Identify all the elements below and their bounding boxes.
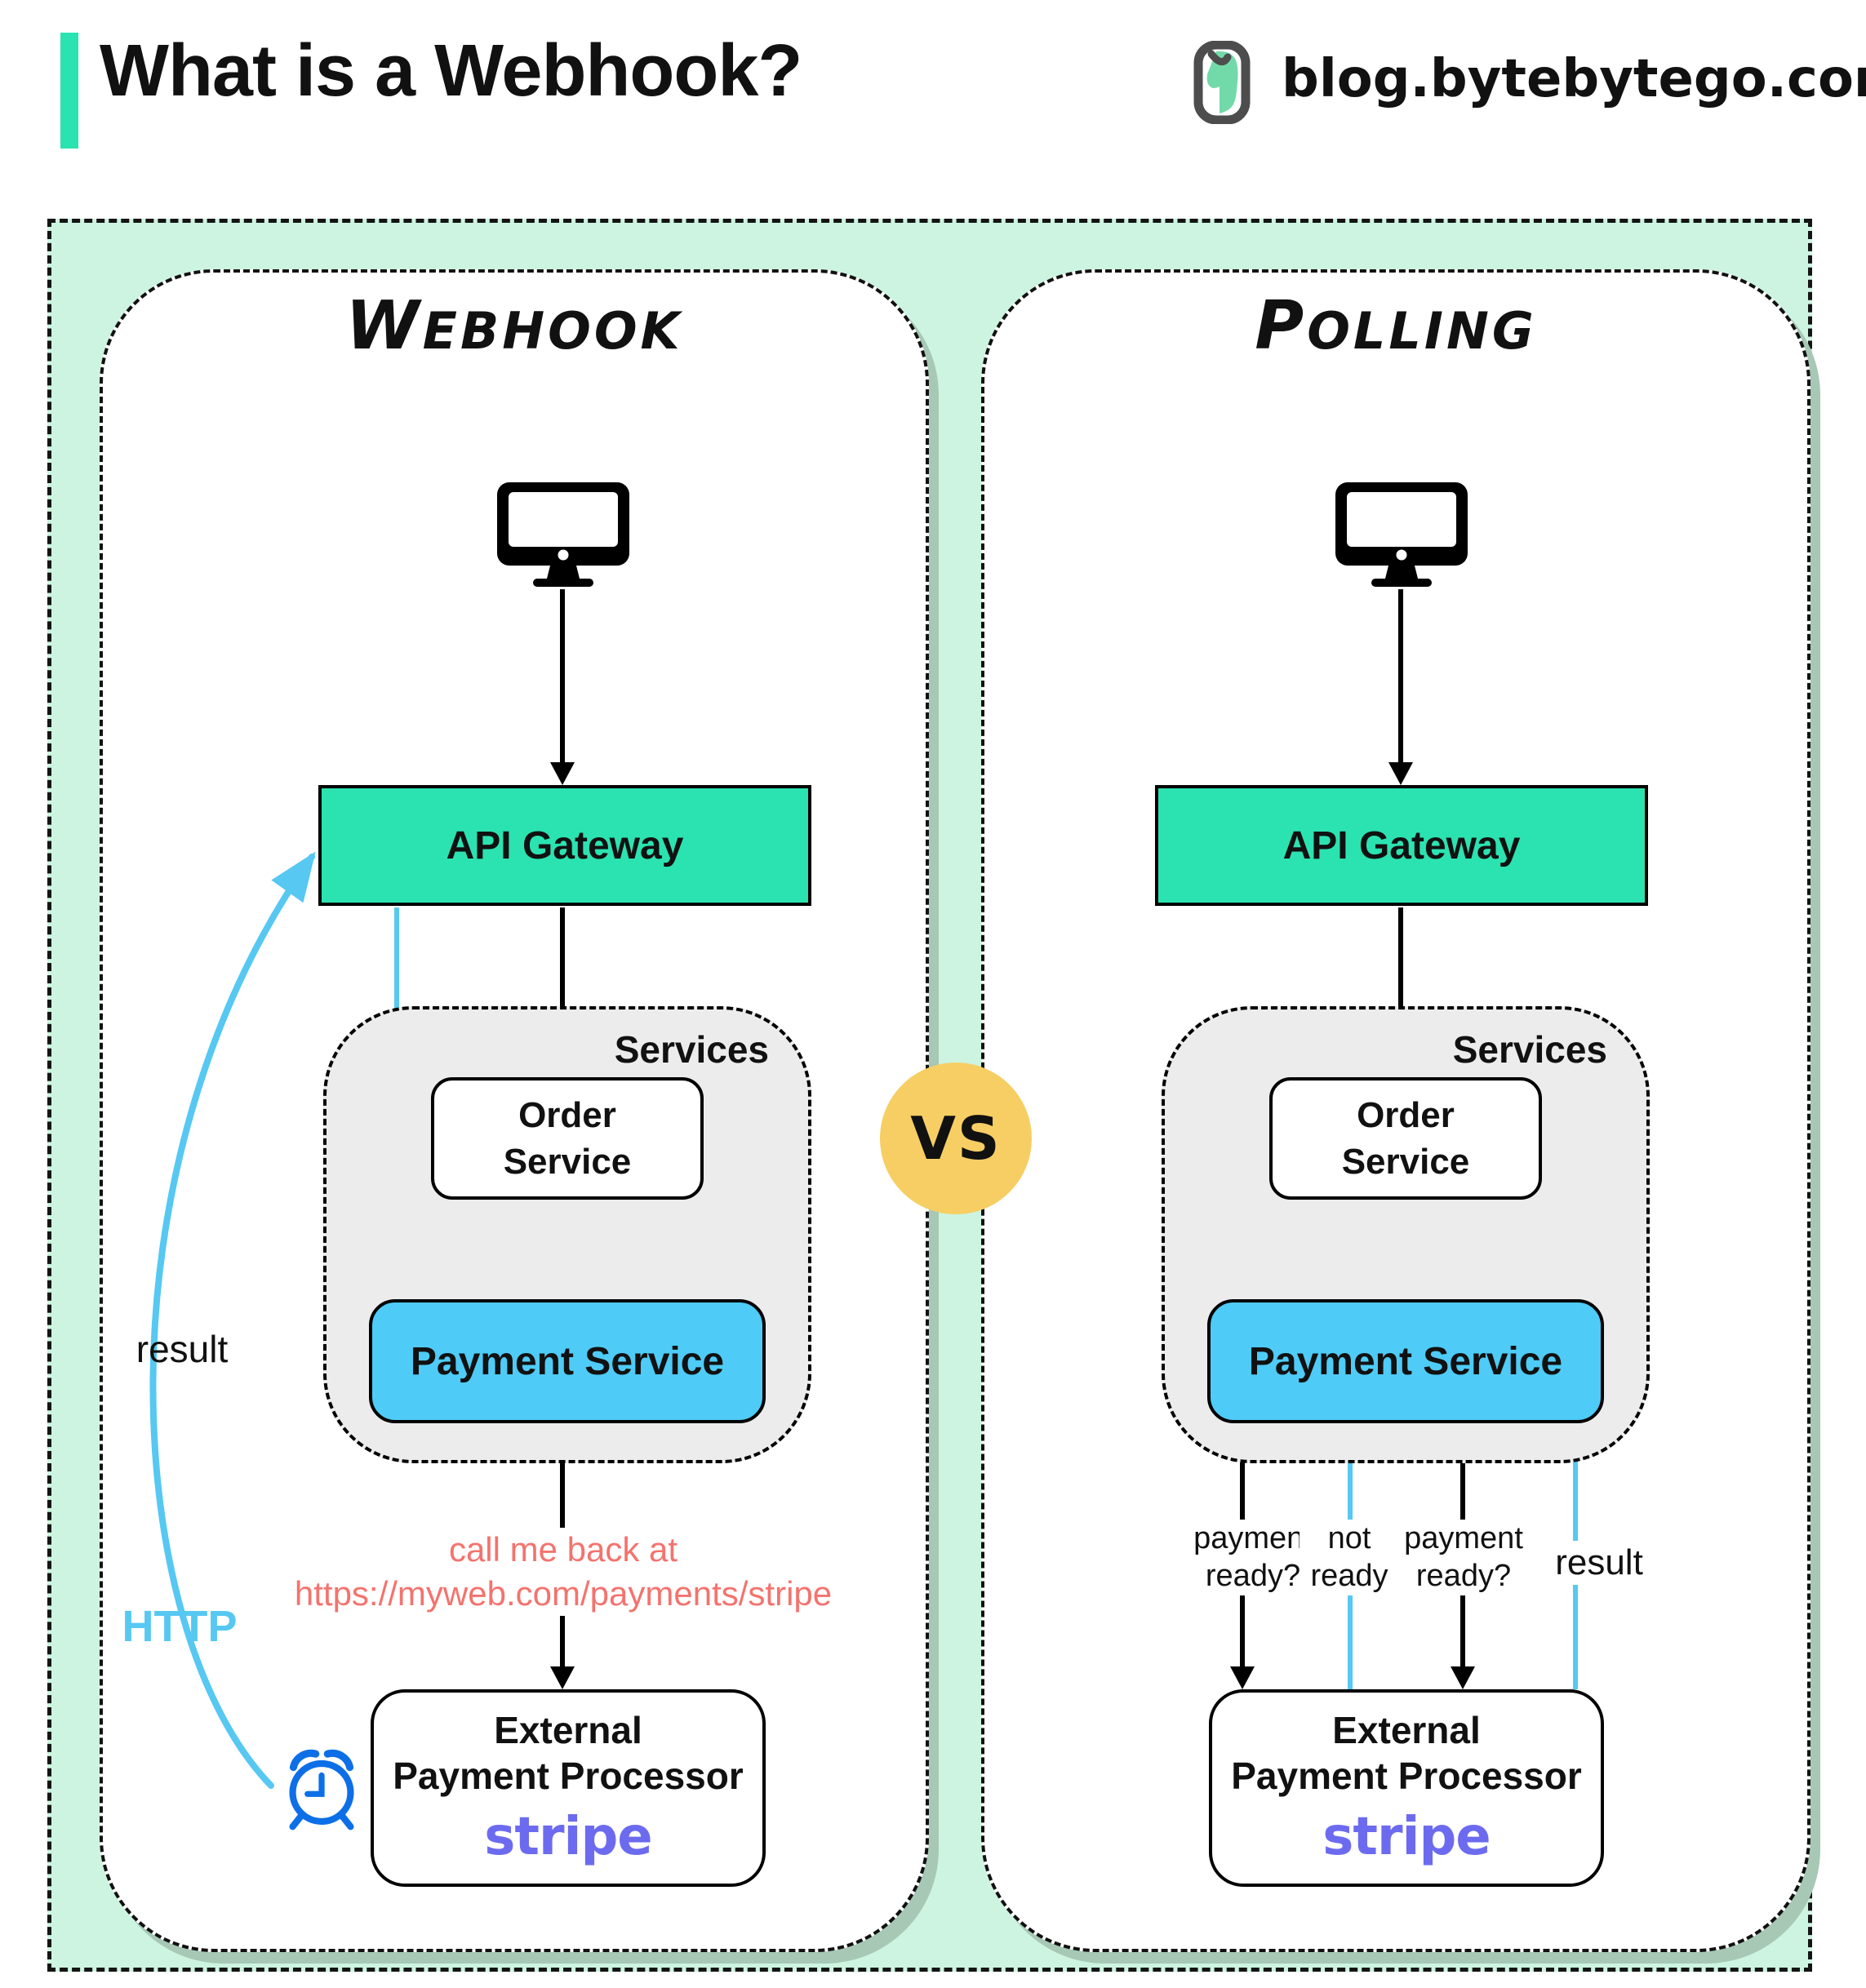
payment-service-node: Payment Service xyxy=(369,1299,766,1423)
stripe-logo: stripe xyxy=(484,1807,652,1868)
order-service-label-line1: Order xyxy=(1357,1094,1455,1135)
arrow-client-to-gateway xyxy=(550,589,575,785)
poll-label-not-ready: not ready xyxy=(1300,1520,1399,1595)
api-gateway-node: API Gateway xyxy=(318,785,811,906)
webhook-panel-title: Webhook xyxy=(345,287,683,365)
order-service-label-line2: Service xyxy=(503,1142,632,1182)
site-url: blog.bytebytego.com xyxy=(1282,49,1866,109)
external-label-line2: Payment Processor xyxy=(393,1754,744,1797)
order-service-node: Order Service xyxy=(1269,1077,1542,1200)
payment-service-label: Payment Service xyxy=(410,1339,725,1383)
result-label: result xyxy=(136,1328,229,1370)
external-payment-processor-node: External Payment Processor stripe xyxy=(1209,1689,1604,1887)
poll-label-payment-ready-1: payment ready? xyxy=(1184,1520,1322,1595)
poll-label-result: result xyxy=(1541,1541,1657,1585)
callback-url-annotation: call me back at https://myweb.com/paymen… xyxy=(269,1528,857,1616)
api-gateway-label: API Gateway xyxy=(1282,823,1521,868)
external-label-line2: Payment Processor xyxy=(1231,1754,1582,1797)
external-label-line1: External xyxy=(1332,1708,1481,1751)
order-service-label-line1: Order xyxy=(518,1094,616,1135)
order-service-node: Order Service xyxy=(431,1077,704,1200)
external-payment-processor-node: External Payment Processor stripe xyxy=(371,1689,766,1887)
title-accent-bar xyxy=(60,33,78,149)
client-computer-icon xyxy=(1335,482,1468,587)
polling-panel-title: Polling xyxy=(1255,287,1537,365)
api-gateway-node: API Gateway xyxy=(1155,785,1648,906)
payment-service-node: Payment Service xyxy=(1207,1299,1604,1423)
stripe-logo: stripe xyxy=(1322,1807,1491,1868)
vs-badge: VS xyxy=(880,1063,1032,1214)
alarm-clock-icon xyxy=(289,1749,354,1830)
callback-url: https://myweb.com/payments/stripe xyxy=(294,1573,833,1613)
order-service-label-line2: Service xyxy=(1341,1142,1470,1182)
external-label-line1: External xyxy=(494,1708,642,1751)
payment-service-label: Payment Service xyxy=(1248,1339,1563,1383)
page-title: What is a Webhook? xyxy=(100,30,802,112)
services-group-label: Services xyxy=(614,1028,769,1071)
bytebytego-logo-icon xyxy=(1193,41,1251,124)
callback-line1: call me back at xyxy=(448,1530,678,1569)
client-computer-icon xyxy=(497,482,629,587)
services-group-label: Services xyxy=(1452,1028,1607,1071)
poll-label-payment-ready-2: payment ready? xyxy=(1394,1520,1533,1595)
api-gateway-label: API Gateway xyxy=(446,823,684,868)
arrow-client-to-gateway xyxy=(1388,589,1413,785)
http-label: HTTP xyxy=(122,1602,238,1651)
